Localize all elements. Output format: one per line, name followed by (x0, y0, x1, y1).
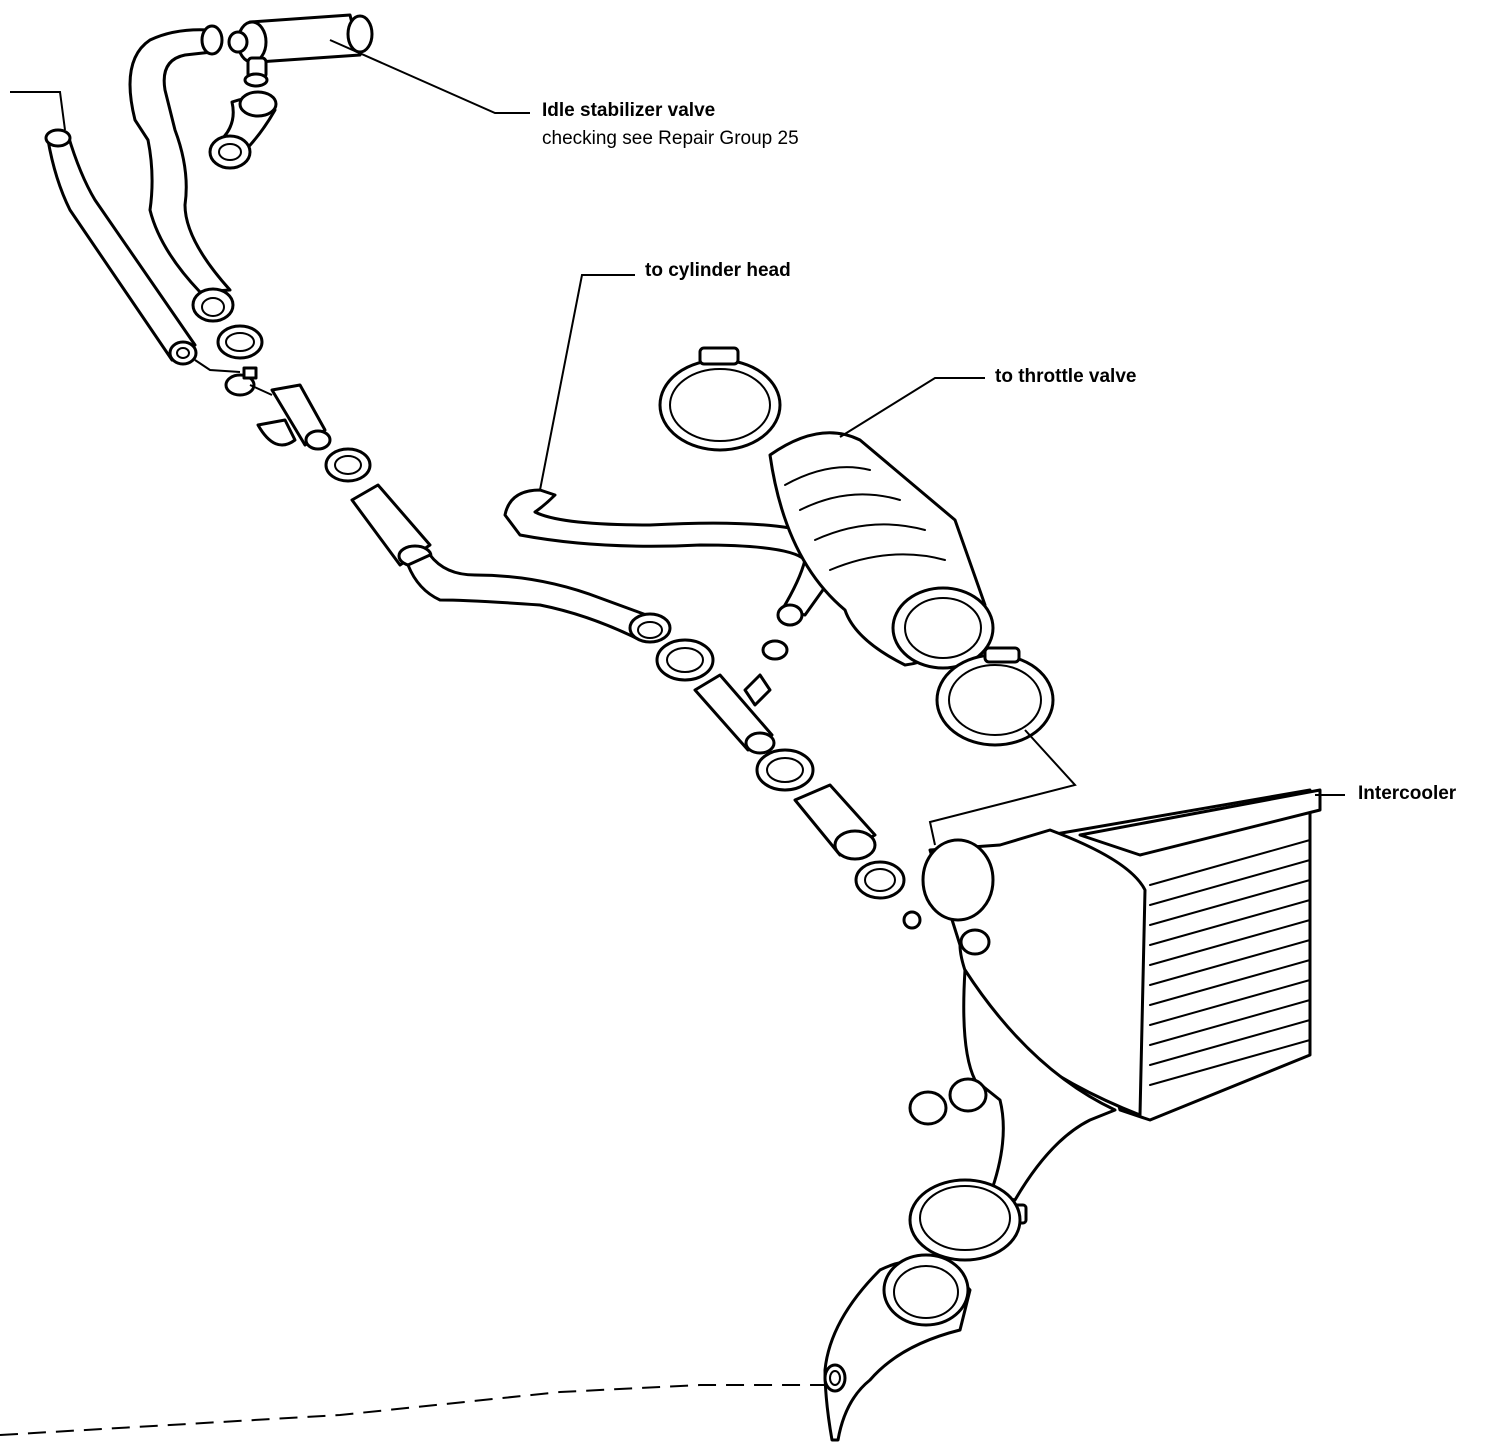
label-to-cylinder-head: to cylinder head (645, 260, 791, 281)
intercooler (902, 788, 1322, 1225)
clamp-bottom (908, 1178, 1022, 1262)
clamp-lower (935, 646, 1055, 747)
small-clamps-and-t-piece (216, 324, 372, 483)
middle-hoses (350, 483, 672, 644)
bellows-hose (768, 431, 995, 670)
clamp-upper (658, 346, 782, 452)
intercooler-fins (1149, 839, 1311, 1086)
leader-lines (0, 39, 1345, 1436)
idle-stabilizer-valve (227, 13, 374, 88)
label-to-throttle-valve: to throttle valve (995, 366, 1137, 387)
left-diagonal-hose (44, 128, 198, 366)
label-idle-stabilizer-note: checking see Repair Group 25 (542, 128, 799, 149)
long-hose-upper (128, 24, 235, 323)
elbow-hose-small (208, 90, 278, 170)
lower-elbow-tube (823, 1253, 972, 1442)
label-intercooler: Intercooler (1358, 783, 1457, 804)
label-idle-stabilizer-valve: Idle stabilizer valve (542, 100, 716, 121)
middle-clamps-and-connectors (655, 638, 906, 900)
